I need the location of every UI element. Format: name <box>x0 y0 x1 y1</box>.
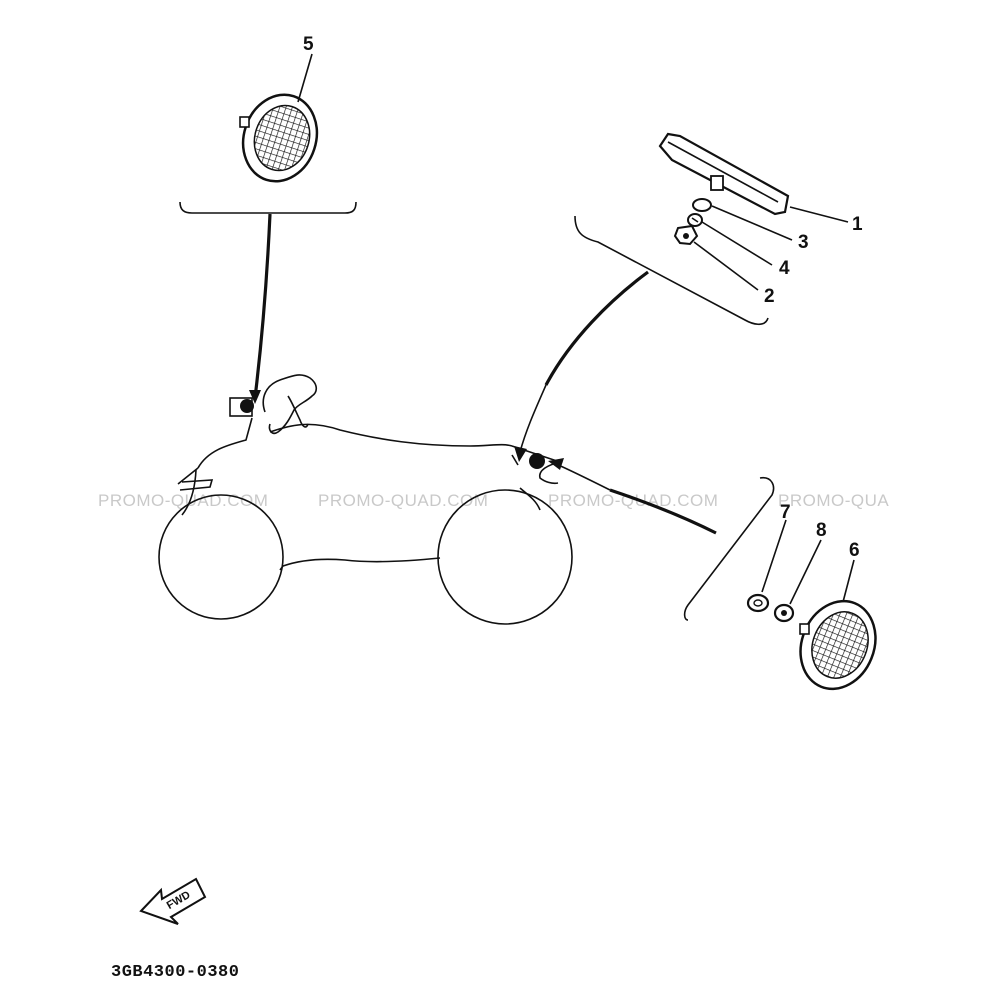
front-wheel <box>437 489 573 625</box>
bracket-line <box>574 215 769 326</box>
watermark-text-cut: PROMO-QUA <box>778 491 889 510</box>
callout-3: 3 <box>798 232 809 253</box>
callout-7: 7 <box>780 502 791 523</box>
callout-8: 8 <box>816 520 827 541</box>
part-1-bar-reflector <box>658 132 790 216</box>
handlebar-grip <box>287 395 309 428</box>
rear-rack <box>177 467 214 491</box>
arrowhead <box>548 458 564 470</box>
callout-leaders <box>297 53 855 605</box>
leader-arrow <box>253 213 272 399</box>
leader-7 <box>761 519 787 593</box>
leader-2 <box>693 241 759 291</box>
rear-fender-lower <box>181 469 197 516</box>
diagram-code: 3GB4300-0380 <box>111 963 239 982</box>
leader-4 <box>701 221 773 266</box>
seat-line <box>269 423 513 447</box>
rear-fender <box>197 417 253 469</box>
footrest-line <box>282 557 441 567</box>
bracket-line <box>683 476 775 621</box>
leader-8 <box>789 539 822 605</box>
front-reflector-location-dot <box>529 453 545 469</box>
watermark-text: PROMO-QUAD.COM <box>318 491 488 510</box>
part-7-washer <box>746 593 770 613</box>
leader-3 <box>711 205 793 241</box>
fwd-arrow: FWD <box>139 877 207 925</box>
lock-split <box>691 217 699 223</box>
callout-6: 6 <box>849 540 860 561</box>
leader-line-thick <box>609 488 717 535</box>
watermark-row: PROMO-QUAD.COM PROMO-QUAD.COM PROMO-QUAD… <box>98 491 889 510</box>
rear-wheel <box>158 494 284 620</box>
front-fender-lower <box>519 487 541 511</box>
callout-5: 5 <box>303 34 314 55</box>
leader-line-thick <box>544 270 649 386</box>
leader-5 <box>297 53 313 103</box>
bar-stud <box>710 175 724 191</box>
part-4-lock-washer <box>687 213 703 227</box>
rear-reflector-location-dot <box>240 399 254 413</box>
leader-6 <box>842 559 855 603</box>
watermark-text: PROMO-QUAD.COM <box>548 491 718 510</box>
bracket-parts-6-8 <box>548 458 775 621</box>
bracket-part-5 <box>179 201 357 404</box>
bar-edge <box>667 141 779 203</box>
mount-tick <box>511 454 519 466</box>
footrest-end <box>279 565 284 571</box>
bracket-line <box>179 201 357 214</box>
part-3-washer <box>692 198 712 212</box>
part-2-nut <box>673 224 699 246</box>
part-6-reflector <box>799 599 877 691</box>
bracket-parts-1-4 <box>514 215 769 462</box>
callout-1: 1 <box>852 214 863 235</box>
arrowhead <box>249 390 261 404</box>
leader-line <box>519 384 547 453</box>
callout-4: 4 <box>779 258 790 279</box>
part-5-reflector <box>239 93 319 183</box>
arrowhead <box>514 446 527 462</box>
leader-1 <box>789 206 849 223</box>
reflector-stud <box>239 116 250 128</box>
reflector-stud <box>799 623 810 635</box>
part-8-nut <box>773 603 795 623</box>
callout-2: 2 <box>764 286 775 307</box>
leader-line <box>555 463 611 491</box>
atv-outline <box>158 374 573 625</box>
handlebar-area <box>262 374 318 435</box>
